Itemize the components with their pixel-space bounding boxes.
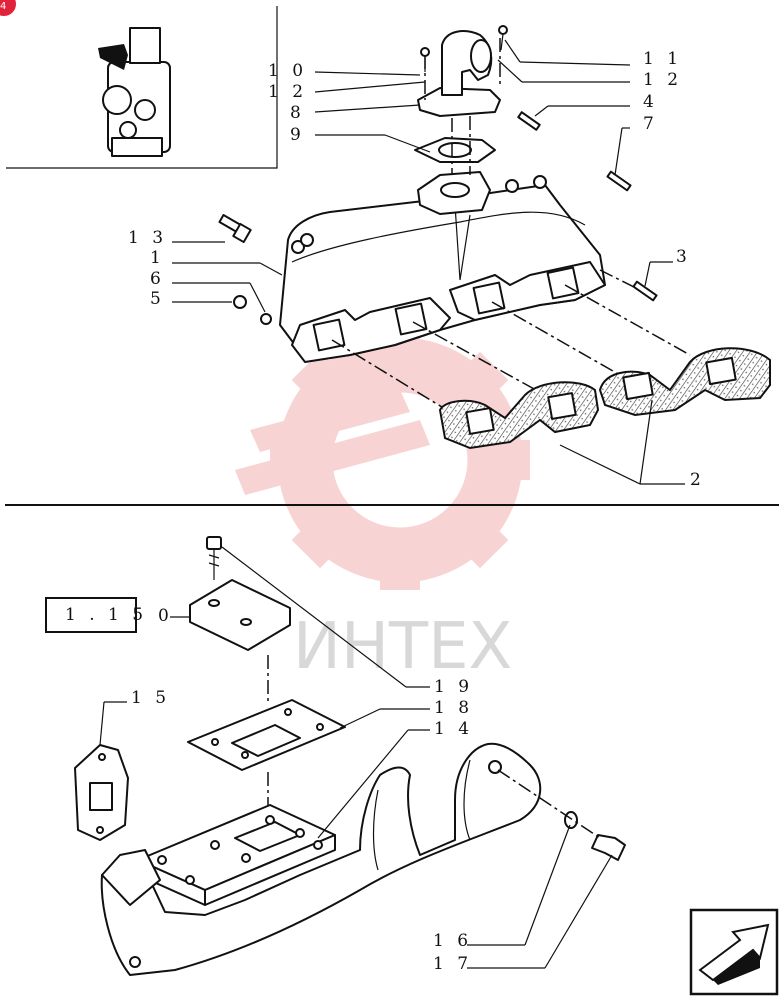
bolt-17 (591, 834, 626, 861)
bolt-19 (206, 536, 222, 580)
callout-11: 1 1 (643, 49, 682, 69)
svg-text:4: 4 (0, 1, 6, 12)
corner-badge-icon: 4 (0, 0, 16, 16)
leader-lines-top (172, 39, 685, 485)
reference-box-suffix: 0 (158, 606, 173, 626)
callout-7: 7 (643, 114, 658, 134)
callout-8: 8 (290, 103, 305, 123)
engine-thumbnail-icon[interactable] (6, 6, 278, 169)
callout-6: 6 (150, 269, 165, 289)
callout-14: 1 4 (434, 719, 473, 739)
gasket-left (438, 381, 600, 450)
callouts-bottom: 1 9 1 5 1 8 1 4 1 6 1 7 (131, 677, 473, 974)
callout-4: 4 (643, 92, 658, 112)
pin-7 (606, 170, 632, 192)
callout-13: 1 3 (128, 228, 167, 248)
callout-10: 1 0 (268, 61, 307, 81)
watermark-logo (235, 330, 530, 590)
callout-1: 1 (150, 248, 165, 268)
callout-12b: 1 2 (643, 70, 682, 90)
exhaust-manifold-top (279, 175, 606, 363)
gasket-right (598, 347, 771, 417)
flange-plate (189, 579, 291, 651)
reference-box-text: 1 . 1 5 (65, 605, 147, 625)
gasket-15 (74, 744, 129, 841)
elbow-flange (414, 30, 501, 215)
pin-4 (517, 111, 541, 131)
exhaust-manifold-bottom (100, 742, 542, 976)
reference-box[interactable]: 1 . 1 5 0 (45, 597, 190, 633)
leader-lines-bottom (99, 546, 613, 969)
callout-15: 1 5 (131, 688, 170, 708)
callout-9: 9 (290, 125, 305, 145)
gasket-18 (187, 699, 346, 771)
washer-16 (564, 811, 578, 829)
callout-2: 2 (690, 470, 705, 490)
callout-18: 1 8 (434, 698, 473, 718)
callout-12a: 1 2 (268, 82, 307, 102)
callout-3: 3 (676, 247, 691, 267)
callout-17: 1 7 (433, 954, 472, 974)
nut-5 (233, 295, 272, 325)
stud-13 (218, 214, 252, 244)
callouts-top: 1 0 1 2 8 9 1 1 1 2 4 7 1 3 1 6 5 3 2 (128, 49, 705, 490)
callout-16: 1 6 (433, 931, 472, 951)
next-page-arrow-icon[interactable] (689, 908, 779, 996)
pin-3 (632, 280, 658, 302)
screw-11 (498, 25, 508, 51)
watermark-text: ИНТЕХ (293, 610, 512, 684)
callout-5: 5 (150, 289, 165, 309)
screw-10 (420, 47, 430, 72)
callout-19: 1 9 (434, 677, 473, 697)
